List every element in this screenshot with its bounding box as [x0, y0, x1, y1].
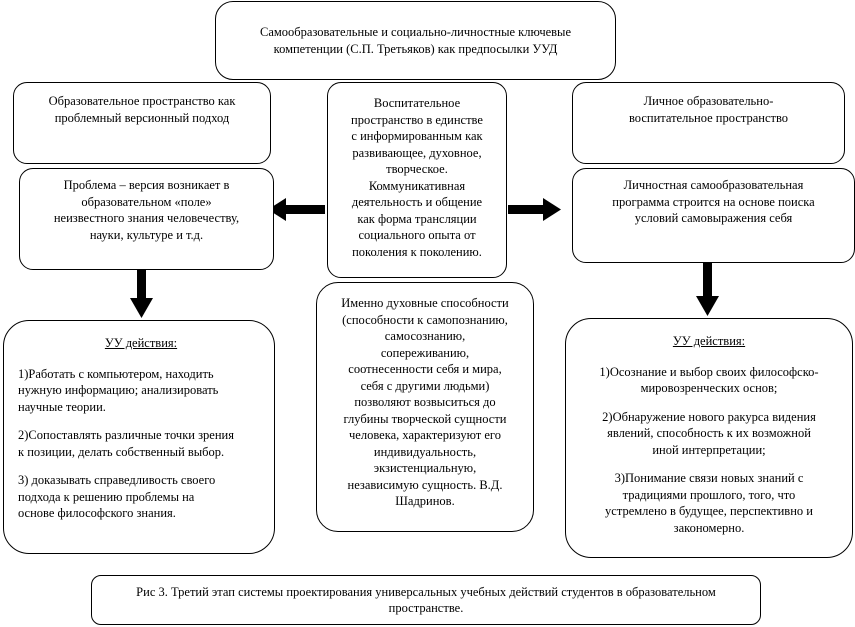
- arrow-left: [268, 198, 325, 221]
- title-box: Самообразовательные и социально-личностн…: [215, 1, 616, 80]
- right-top-box: Личное образовательно- воспитательное пр…: [572, 82, 845, 164]
- arrow-down-left: [130, 270, 153, 318]
- left-actions-heading: УУ действия:: [104, 336, 178, 350]
- left-actions-box: УУ действия: 1)Работать с компьютером, н…: [3, 320, 275, 554]
- right-action-item: 3)Понимание связи новых знаний с традици…: [605, 471, 813, 535]
- left-action-item: 1)Работать с компьютером, находить нужну…: [18, 366, 219, 414]
- caption-box: Рис 3. Третий этап системы проектировани…: [91, 575, 761, 625]
- right-action-item: 1)Осознание и выбор своих философско- ми…: [599, 364, 819, 396]
- arrow-right: [508, 198, 561, 221]
- left-action-item: 2)Сопоставлять различные точки зрения к …: [18, 428, 234, 459]
- title-text: Самообразовательные и социально-личностн…: [259, 25, 572, 56]
- center-bottom-text: Именно духовные способности (способности…: [341, 296, 509, 508]
- left-top-box: Образовательное пространство как проблем…: [13, 82, 271, 164]
- center-top-text: Воспитательное пространство в единстве с…: [351, 96, 483, 259]
- left-action-item: 3) доказывать справедливость своего подх…: [18, 473, 216, 520]
- left-mid-box: Проблема – версия возникает в образовате…: [19, 168, 274, 270]
- right-top-text: Личное образовательно- воспитательное пр…: [628, 94, 789, 125]
- right-actions-heading: УУ действия:: [672, 334, 746, 348]
- right-mid-box: Личностная самообразовательная программа…: [572, 168, 855, 263]
- center-top-box: Воспитательное пространство в единстве с…: [327, 82, 507, 278]
- right-action-item: 2)Обнаружение нового ракурса видения явл…: [602, 409, 816, 457]
- right-mid-text: Личностная самообразовательная программа…: [612, 178, 815, 225]
- arrow-down-right: [696, 262, 719, 316]
- center-bottom-box: Именно духовные способности (способности…: [316, 282, 534, 532]
- left-mid-text: Проблема – версия возникает в образовате…: [53, 178, 240, 242]
- right-actions-box: УУ действия: 1)Осознание и выбор своих ф…: [565, 318, 853, 558]
- caption-text: Рис 3. Третий этап системы проектировани…: [136, 584, 716, 616]
- left-top-text: Образовательное пространство как проблем…: [48, 94, 236, 125]
